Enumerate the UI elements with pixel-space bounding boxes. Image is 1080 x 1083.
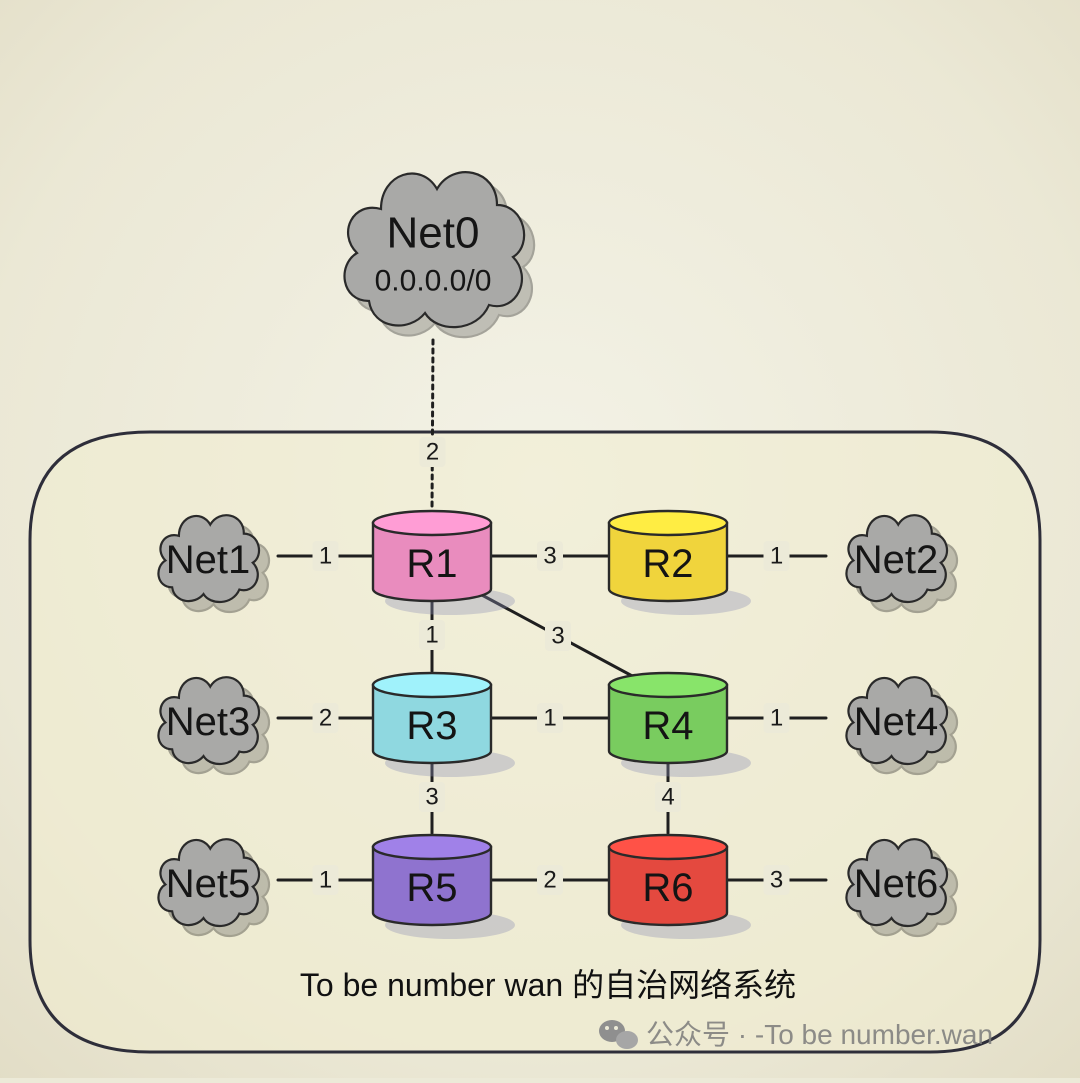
metric-label-r2-net2: 1 [763,541,790,571]
router-top [607,509,729,537]
network-label: Net4 [854,700,939,744]
metric-label-r1-r2: 3 [537,541,563,571]
network-cloud-net0: Net0 0.0.0.0/0 [345,172,535,337]
metric-label-net1-r1: 1 [312,541,339,571]
network-cloud-net1: Net1 [156,513,271,614]
metric-label-r1-r3: 1 [419,620,445,650]
router-top [607,671,729,699]
link-metric: 4 [661,784,674,811]
wechat-icon [599,1020,638,1049]
router-body [371,521,493,603]
router-r1: R1 [371,509,515,615]
router-label: R3 [406,704,457,748]
router-top [371,671,493,699]
link-metric: 3 [551,623,564,650]
metric-label-r1-r4: 3 [545,621,571,651]
link-metric: 1 [319,867,332,894]
router-label: R4 [642,704,693,748]
network-cloud-net4: Net4 [844,675,959,776]
link-metric: 2 [426,439,439,466]
router-r2: R2 [607,509,751,615]
metric-label-net5-r5: 1 [312,865,339,895]
metric-label-r3-r5: 3 [419,782,445,812]
link-metric: 1 [770,705,783,732]
router-top [607,833,729,861]
router-top [371,833,493,861]
metric-label-net3-r3: 2 [312,703,339,733]
metric-label-net0-r1: 2 [419,437,446,467]
link-net0-r1 [430,338,435,512]
metric-label-r3-r4: 1 [537,703,563,733]
router-r4: R4 [607,671,751,777]
router-label: R6 [642,866,693,910]
network-prefix: 0.0.0.0/0 [375,265,492,298]
network-label: Net5 [166,862,251,906]
link-metric: 3 [543,543,556,570]
link-metric: 3 [425,784,438,811]
metric-label-r4-r6: 4 [655,782,681,812]
link-metric: 2 [543,867,556,894]
router-label: R2 [642,542,693,586]
link-metric: 1 [543,705,556,732]
router-r3: R3 [371,671,515,777]
network-cloud-net3: Net3 [156,675,271,776]
caption: To be number wan 的自治网络系统 [300,967,796,1003]
network-cloud-net2: Net2 [844,513,959,614]
network-label: Net0 [387,209,480,258]
link-metric: 3 [770,867,783,894]
router-body [607,683,729,765]
router-r5: R5 [371,833,515,939]
network-label: Net2 [854,538,939,582]
link-metric: 2 [319,705,332,732]
network-label: Net6 [854,862,939,906]
watermark-text: 公众号 · -To be number.wan [646,1019,993,1050]
link-metric: 1 [425,622,438,649]
network-label: Net1 [166,538,251,582]
network-label: Net3 [166,700,251,744]
router-label: R5 [406,866,457,910]
network-cloud-net5: Net5 [156,837,271,938]
router-body [371,683,493,765]
router-label: R1 [406,542,457,586]
metric-label-r6-net6: 3 [763,865,790,895]
link-metric: 1 [770,543,783,570]
metric-label-r5-r6: 2 [537,865,563,895]
router-body [607,521,729,603]
router-body [371,845,493,927]
autonomous-system-boundary [28,430,1042,1054]
metric-label-r4-net4: 1 [763,703,790,733]
router-r6: R6 [607,833,751,939]
watermark: 公众号 · -To be number.wan [599,1019,993,1050]
link-metric: 1 [319,543,332,570]
router-body [607,845,729,927]
network-cloud-net6: Net6 [844,837,959,938]
router-top [371,509,493,537]
links-layer: 2 1 3 1 1 3 2 1 1 3 4 1 2 3 [276,338,828,895]
